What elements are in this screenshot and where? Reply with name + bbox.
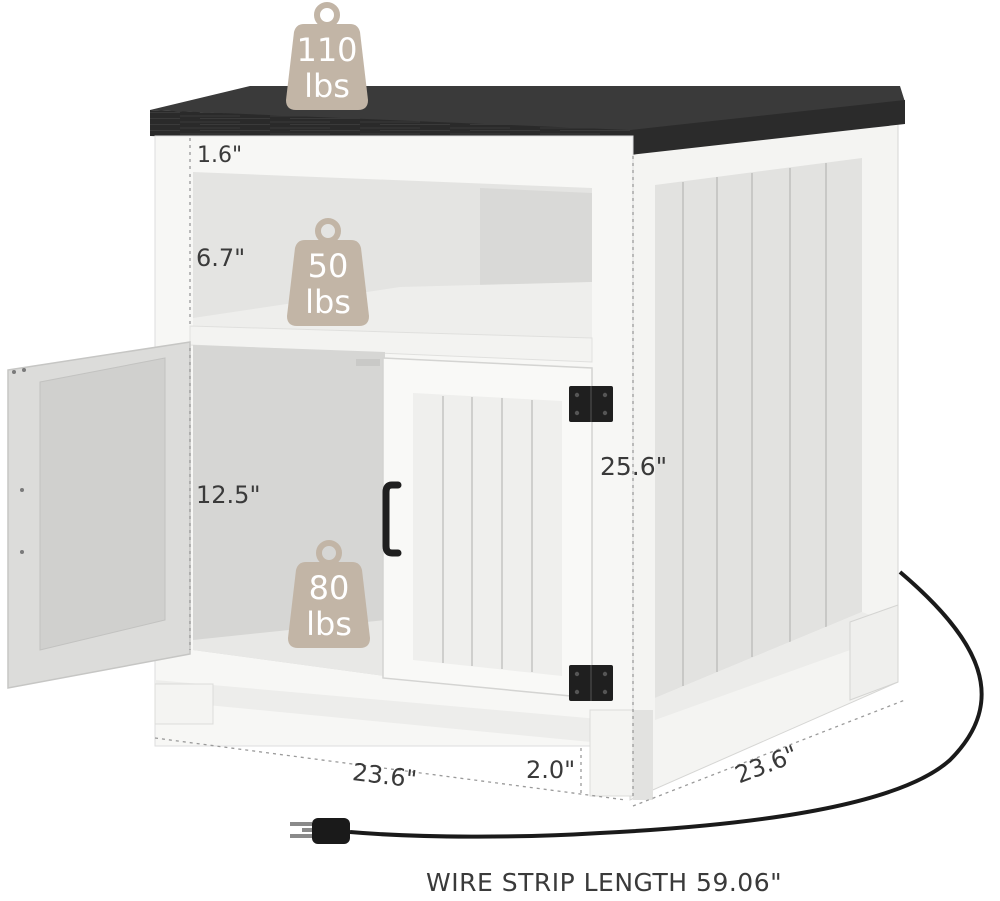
side-panel <box>629 119 899 801</box>
weight-unit: lbs <box>305 283 351 321</box>
right-door <box>356 357 613 701</box>
hinge-icon <box>569 665 613 701</box>
weight-tag-icon <box>287 218 369 326</box>
weight-tag-icon <box>288 540 370 648</box>
dim-leg-height: 2.0" <box>526 756 576 784</box>
dim-total-height: 25.6" <box>600 452 668 481</box>
weight-unit: lbs <box>306 605 352 643</box>
weight-tag-shelf: 50 lbs <box>287 218 369 326</box>
weight-value: 80 <box>308 569 350 607</box>
hinge-icon <box>569 386 613 422</box>
door-handle-icon <box>382 481 402 557</box>
power-plug-icon <box>290 818 350 844</box>
dim-width: 23.6" <box>350 758 419 794</box>
dimension-guides <box>154 138 906 807</box>
weight-value: 110 <box>296 31 358 69</box>
weight-tag-cabinet: 80 lbs <box>288 540 370 648</box>
weight-unit: lbs <box>304 67 350 105</box>
weight-value: 50 <box>307 247 349 285</box>
dim-shelf-height: 6.7" <box>196 244 246 272</box>
dim-cabinet-height: 12.5" <box>196 481 261 509</box>
weight-tag-top: 110 lbs <box>286 2 368 110</box>
power-cord <box>290 570 984 844</box>
wire-length-caption: WIRE STRIP LENGTH 59.06" <box>426 868 783 897</box>
dim-top-thickness: 1.6" <box>197 143 243 168</box>
left-door <box>7 341 191 689</box>
weight-tag-icon <box>286 2 368 110</box>
